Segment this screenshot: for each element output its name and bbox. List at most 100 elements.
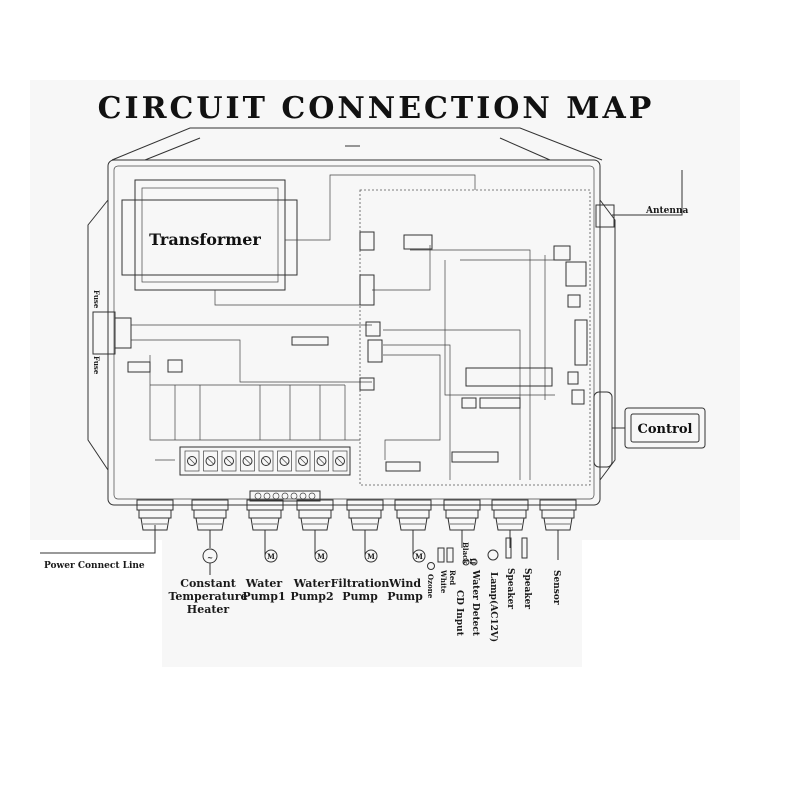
- motor-symbol-text: M: [267, 552, 275, 561]
- enclosure-lid: [111, 127, 603, 161]
- cd-plug-white: [437, 547, 445, 563]
- terminal-block: [179, 446, 351, 502]
- screw-slot: [336, 457, 344, 465]
- gland-body: [140, 517, 170, 531]
- label-cd-input: CD Input: [454, 590, 464, 637]
- terminal-slot: [314, 450, 329, 472]
- vertical-labels: Ozone White Red CD Input Black II Water …: [426, 542, 561, 642]
- cd-plug-red: [446, 547, 454, 563]
- label-speaker-1: Speaker: [505, 568, 515, 609]
- lamp-symbol: [487, 549, 499, 561]
- screw-slot: [244, 457, 251, 465]
- power-connect-line: [40, 525, 156, 554]
- speaker-plug-2: [521, 537, 528, 559]
- terminal-slot: [184, 450, 200, 472]
- label-white: White: [439, 569, 448, 594]
- motor-symbol: [264, 549, 278, 563]
- screw-slot: [207, 457, 214, 465]
- terminal-slot: [240, 450, 255, 472]
- transformer-mount: [121, 199, 298, 276]
- label-sensor: Sensor: [551, 570, 561, 605]
- label-ozone: Ozone: [426, 574, 435, 599]
- serial-port: [593, 391, 613, 468]
- ground-screw: [254, 492, 262, 500]
- label-lamp: Lamp(AC12V): [488, 572, 499, 642]
- terminal-screw: [279, 456, 290, 466]
- label-ii: II: [468, 558, 477, 565]
- ground-screw: [299, 492, 307, 500]
- label-speaker-2: Speaker: [522, 568, 532, 609]
- paper-upper: [30, 80, 740, 540]
- speaker-plug-1: [505, 537, 512, 559]
- motor-symbol: [314, 549, 328, 563]
- control-label: Control: [638, 422, 693, 437]
- gland-body: [543, 517, 573, 531]
- terminal-screw: [205, 456, 216, 466]
- terminal-screw: [242, 456, 253, 466]
- ground-strip: [249, 490, 321, 502]
- antenna-label: Antenna: [645, 206, 688, 216]
- diagram-title: CIRCUIT CONNECTION MAP: [98, 91, 655, 126]
- ground-screw: [290, 492, 298, 500]
- screw-slot: [225, 457, 233, 465]
- antenna-wire: [612, 170, 683, 216]
- gland-body: [195, 517, 225, 531]
- fuse-bottom-label: Fuse: [92, 356, 101, 375]
- pcb-board: [359, 189, 591, 486]
- gland-body: [447, 517, 477, 531]
- terminal-slot: [258, 450, 274, 472]
- motor-symbol-text: M: [367, 552, 375, 561]
- ground-screw: [281, 492, 289, 500]
- screw-slot: [318, 457, 325, 465]
- water-detect-connector-a: [462, 558, 470, 566]
- screw-slot: [299, 457, 307, 465]
- motor-symbol-text: M: [317, 552, 325, 561]
- screw-slot: [188, 457, 196, 465]
- label-black: Black: [461, 542, 470, 564]
- label-water-detect: Water Detect: [470, 569, 480, 637]
- gland-body: [398, 517, 428, 531]
- transformer: [134, 179, 286, 291]
- terminal-slot: [332, 450, 348, 472]
- gland-body: [250, 517, 280, 531]
- ground-screw: [263, 492, 271, 500]
- terminal-screw: [261, 456, 271, 466]
- terminal-slot: [277, 450, 292, 472]
- terminal-screw: [335, 456, 345, 466]
- label-red: Red: [448, 570, 457, 585]
- motor-symbol-text: M: [415, 552, 423, 561]
- ground-screw: [308, 492, 316, 500]
- gland-body: [300, 517, 330, 531]
- terminal-screw: [187, 456, 197, 466]
- screw-slot: [262, 457, 270, 465]
- ozone-connector: [427, 562, 435, 570]
- water-detect-connector-b: [470, 558, 478, 566]
- motor-symbol: [364, 549, 378, 563]
- terminal-screw: [316, 456, 327, 466]
- cable-glands: [136, 499, 577, 531]
- terminal-slot: [221, 450, 237, 472]
- gland-body: [350, 517, 380, 531]
- terminal-screw: [298, 456, 308, 466]
- motor-symbol: [412, 549, 426, 563]
- paper-lower: [162, 535, 582, 667]
- screw-slot: [281, 457, 288, 465]
- gland-body: [495, 517, 525, 531]
- transformer-label: Transformer: [149, 230, 261, 249]
- connector-headers: [127, 231, 588, 472]
- ground-screw: [272, 492, 280, 500]
- internal-wiring: [131, 174, 560, 480]
- antenna-gland: [595, 204, 615, 228]
- terminal-screw: [224, 456, 234, 466]
- heater-symbol-text: ~: [207, 553, 213, 562]
- power-connect-label: Power Connect Line: [44, 561, 145, 571]
- enclosure-box: [107, 159, 601, 506]
- device-leads: ~ M M M M: [202, 530, 559, 575]
